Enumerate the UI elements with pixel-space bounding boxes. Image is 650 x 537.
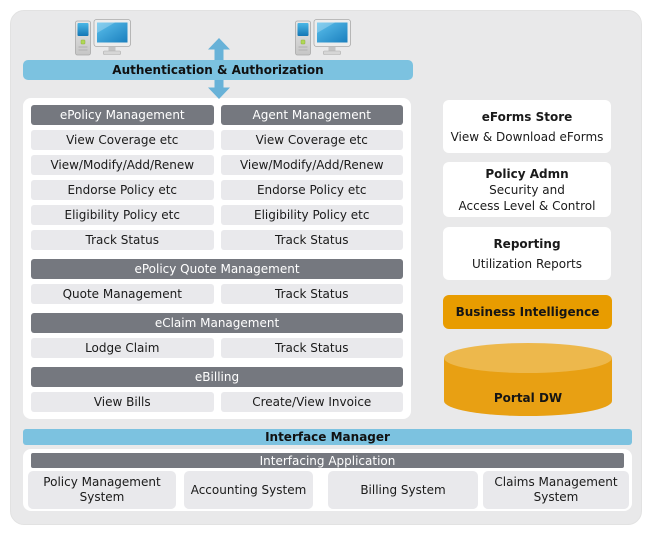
management-columns: ePolicy Management Agent Management View…	[31, 105, 403, 250]
column-header-epolicy-management: ePolicy Management	[31, 105, 214, 125]
system-box-claims-management: Claims Management System	[483, 471, 629, 509]
card-title: Reporting	[493, 236, 561, 251]
feature-item: Quote Management	[31, 284, 214, 304]
policy-admn-card: Policy Admn Security and Access Level & …	[443, 162, 611, 217]
feature-item: Eligibility Policy etc	[220, 205, 403, 225]
feature-item: Lodge Claim	[31, 338, 214, 358]
feature-item: Endorse Policy etc	[220, 180, 403, 200]
system-box-policy-management: Policy Management System	[28, 471, 176, 509]
system-box-accounting: Accounting System	[184, 471, 313, 509]
feature-item: View Coverage etc	[220, 130, 403, 150]
portal-dw-label: Portal DW	[493, 391, 563, 405]
card-subtitle-line: Security and	[489, 182, 565, 197]
authentication-authorization-label: Authentication & Authorization	[112, 63, 324, 77]
eforms-store-card: eForms Store View & Download eForms	[443, 100, 611, 153]
feature-item: Track Status	[220, 338, 403, 358]
feature-item: Track Status	[220, 284, 403, 304]
business-intelligence-label: Business Intelligence	[455, 305, 600, 319]
section-header-ebilling: eBilling	[31, 367, 403, 387]
card-subtitle: View & Download eForms	[450, 129, 604, 144]
authentication-authorization-bar: Authentication & Authorization	[23, 60, 413, 80]
section-header-eclaim-management: eClaim Management	[31, 313, 403, 333]
epolicy-quote-management-section: ePolicy Quote Management Quote Managemen…	[31, 259, 403, 304]
feature-item: Track Status	[31, 230, 214, 250]
reporting-card: Reporting Utilization Reports	[443, 227, 611, 280]
desktop-computer-icon	[295, 19, 351, 56]
card-subtitle-line: Access Level & Control	[458, 198, 596, 213]
feature-item: View Coverage etc	[31, 130, 214, 150]
diagram-container: Authentication & Authorization ePolicy M…	[10, 10, 642, 525]
interfacing-application-bar: Interfacing Application	[31, 453, 624, 468]
card-subtitle: Utilization Reports	[472, 256, 582, 271]
feature-item: Endorse Policy etc	[31, 180, 214, 200]
column-header-agent-management: Agent Management	[220, 105, 403, 125]
interfacing-application-label: Interfacing Application	[259, 453, 396, 468]
ebilling-section: eBilling View Bills Create/View Invoice	[31, 367, 403, 412]
feature-item: Create/View Invoice	[220, 392, 403, 412]
feature-item: View/Modify/Add/Renew	[220, 155, 403, 175]
feature-item: Eligibility Policy etc	[31, 205, 214, 225]
business-intelligence-bar: Business Intelligence	[443, 295, 612, 329]
feature-item: Track Status	[220, 230, 403, 250]
feature-item: View Bills	[31, 392, 214, 412]
desktop-computer-icon	[75, 19, 131, 56]
portal-dw-cylinder: Portal DW	[443, 342, 613, 417]
card-title: Policy Admn	[485, 166, 569, 181]
interface-manager-bar: Interface Manager	[23, 429, 632, 445]
portal-functions-panel: ePolicy Management Agent Management View…	[23, 98, 411, 419]
feature-item: View/Modify/Add/Renew	[31, 155, 214, 175]
eclaim-management-section: eClaim Management Lodge Claim Track Stat…	[31, 313, 403, 358]
interface-manager-label: Interface Manager	[265, 430, 390, 444]
database-cylinder-icon	[444, 343, 612, 416]
interfacing-applications-panel: Interfacing Application Policy Managemen…	[23, 449, 632, 511]
section-header-epolicy-quote-management: ePolicy Quote Management	[31, 259, 403, 279]
system-box-billing: Billing System	[328, 471, 478, 509]
card-title: eForms Store	[481, 109, 573, 124]
